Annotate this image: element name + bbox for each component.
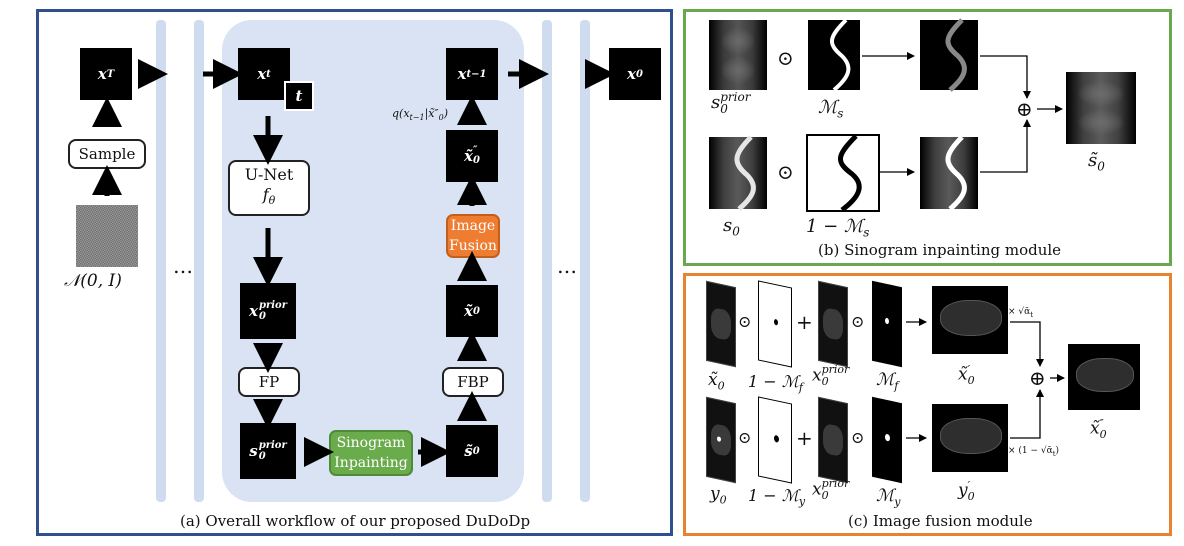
hadamard-product-icon: ⊙ [777, 160, 794, 184]
posterior-label: q(xt−1|x̃″0) [392, 107, 448, 123]
fused-output-image [1068, 344, 1140, 410]
one-minus-mask-curve [838, 134, 862, 212]
x-tilde0-label: x̃0 [708, 370, 725, 393]
s-tilde-output-image [1066, 72, 1136, 144]
s-tilde-output-label: s̃0 [1088, 150, 1105, 174]
sinogram-inpainting-box: Sinogram Inpainting [329, 430, 413, 476]
masked-s0-sinogram-image [920, 135, 978, 211]
panel-b [683, 9, 1172, 266]
masked-s0-curve [945, 135, 967, 211]
separator-bar [580, 20, 590, 502]
y-prime-label: y′0 [958, 479, 975, 503]
separator-bar [542, 20, 552, 502]
weight-top-label: × √ᾱt [1008, 307, 1034, 319]
ellipsis: … [173, 254, 193, 278]
ellipsis: … [557, 254, 577, 278]
masked-prior-curve [945, 18, 967, 92]
my-label: ℳy [876, 486, 901, 509]
masked-prior-sinogram-image [920, 18, 978, 92]
mask-s-image [808, 18, 860, 92]
one-minus-mf-label: 1 − ℳf [748, 372, 803, 395]
mask-s-label: ℳs [818, 97, 844, 121]
one-minus-mask-s-image [806, 134, 880, 212]
gaussian-noise-image [76, 205, 138, 267]
panel-a [36, 9, 673, 536]
x-tilde-prime-image [932, 286, 1008, 354]
separator-bar [156, 20, 166, 502]
s0-sinogram-image [709, 135, 767, 211]
s0-curve [734, 135, 756, 211]
one-minus-my-label: 1 − ℳy [748, 486, 806, 509]
one-minus-mask-s-label: 1 − ℳs [806, 216, 870, 240]
mf-label: ℳf [876, 370, 899, 393]
s0-label: s0 [723, 215, 740, 239]
hadamard-product-icon: ⊙ [851, 312, 865, 331]
y-prime-image [932, 404, 1008, 472]
element-sum-icon: ⊕ [1016, 97, 1033, 121]
y0-label: y0 [710, 484, 727, 507]
plus-icon: + [796, 310, 813, 334]
panel-b-caption: (b) Sinogram inpainting module [818, 241, 1062, 259]
element-sum-icon: ⊕ [1029, 366, 1046, 390]
plus-icon: + [796, 426, 813, 450]
x-tilde-block: x̃0 [446, 285, 498, 337]
noise-label: 𝒩(0, I) [64, 271, 122, 291]
t-embedding-block: t [284, 81, 314, 111]
separator-bar [194, 20, 204, 502]
panel-c-caption: (c) Image fusion module [848, 512, 1033, 530]
hadamard-product-icon: ⊙ [777, 46, 794, 70]
weight-bottom-label: × (1 − √ᾱt) [1008, 446, 1060, 458]
s-tilde-block: s̃0 [446, 425, 498, 477]
panel-a-caption: (a) Overall workflow of our proposed DuD… [180, 512, 531, 530]
x-tilde-prime-label: x̃′0 [958, 363, 975, 387]
hadamard-product-icon: ⊙ [851, 428, 865, 447]
x-tilde-double-prime-block: x̃″0 [446, 130, 498, 182]
hadamard-product-icon: ⊙ [738, 428, 752, 447]
s0-prior-sinogram-image [709, 20, 767, 90]
fused-output-label: x̃″0 [1090, 417, 1107, 441]
unet-box: U-Net fθ [228, 160, 310, 216]
panel-c [683, 273, 1172, 536]
hadamard-product-icon: ⊙ [738, 312, 752, 331]
mask-s-curve [830, 18, 851, 92]
